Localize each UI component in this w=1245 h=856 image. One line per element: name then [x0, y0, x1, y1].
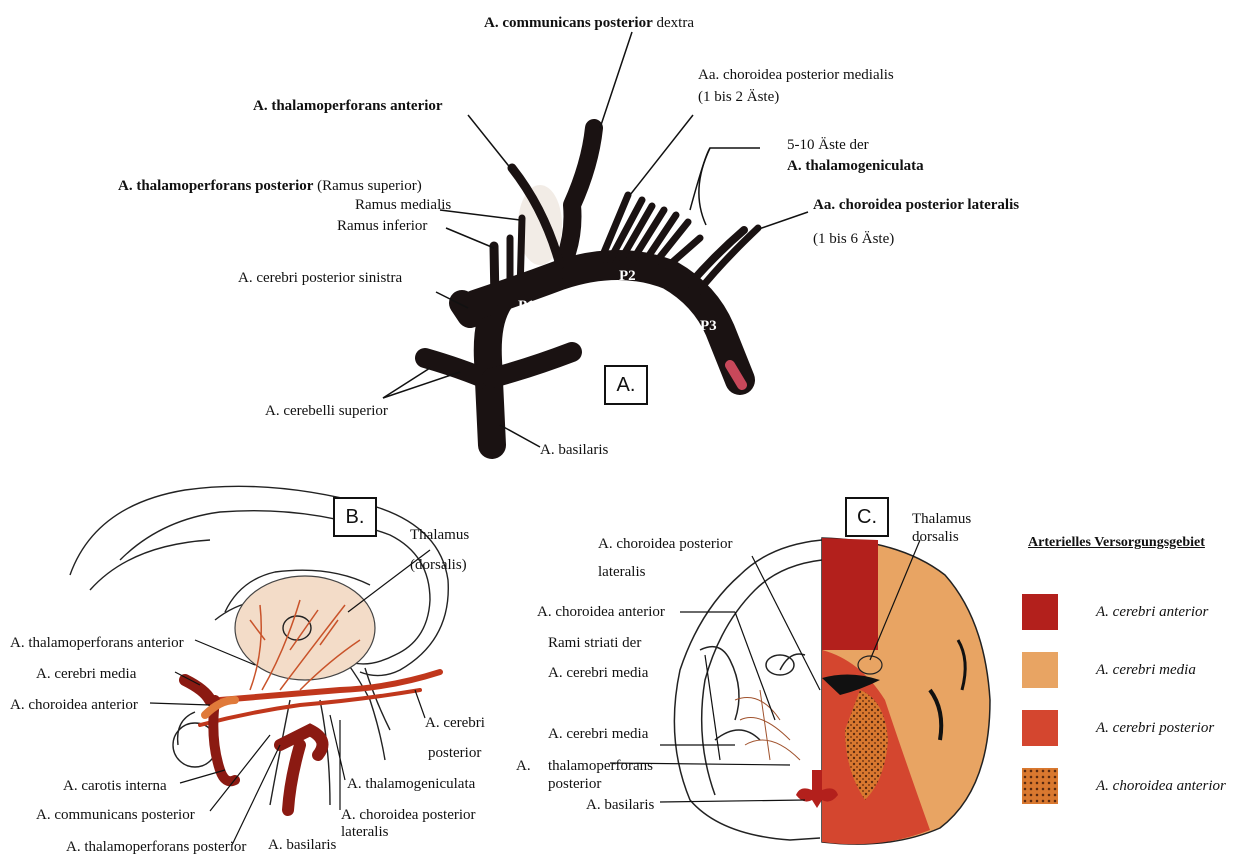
label-b-basilaris: A. basilaris — [268, 836, 336, 854]
label-comm-post-dextra: A. communicans posterior dextra — [484, 14, 694, 32]
label-ramus-medialis: Ramus medialis — [355, 196, 451, 214]
label-b-thalamus-2: (dorsalis) — [410, 556, 467, 574]
label-c-chor-post-lat-2: lateralis — [598, 563, 645, 581]
panel-c-right-hemisphere — [822, 538, 990, 844]
label-b-thalamoperf-ant: A. thalamoperforans anterior — [10, 634, 184, 652]
legend-swatch-cerebri-media — [1022, 652, 1058, 688]
label-thalamoperf-post: A. thalamoperforans posterior (Ramus sup… — [118, 177, 422, 195]
label-c-chor-ant: A. choroidea anterior — [537, 603, 665, 621]
label-thalamogen: A. thalamogeniculata — [787, 157, 924, 175]
legend-swatch-choroidea-anterior — [1022, 768, 1058, 804]
label-c-rami-1: Rami striati der — [548, 634, 641, 652]
panel-a-vessel-tree — [425, 128, 758, 445]
label-b-carotis: A. carotis interna — [63, 777, 167, 795]
segment-p3: P3 — [700, 317, 717, 335]
label-c-thalamoperf-1: A. — [516, 757, 531, 775]
label-b-cerebri-post-2: posterior — [428, 744, 481, 762]
label-c-rami-2: A. cerebri media — [548, 664, 648, 682]
label-b-chor-post-lat-2: lateralis — [341, 823, 388, 841]
legend-label-choroidea-anterior: A. choroidea anterior — [1096, 777, 1226, 795]
legend-label-cerebri-media: A. cerebri media — [1096, 661, 1196, 679]
label-c-cerebri-media: A. cerebri media — [548, 725, 648, 743]
legend-title: Arterielles Versorgungsgebiet — [1028, 534, 1205, 552]
legend-label-cerebri-posterior: A. cerebri posterior — [1096, 719, 1214, 737]
label-b-cerebri-media: A. cerebri media — [36, 665, 136, 683]
label-thalamoperf-ant: A. thalamoperforans anterior — [253, 97, 443, 115]
legend-swatch-cerebri-posterior — [1022, 710, 1058, 746]
label-b-thalamoperf-post: A. thalamoperforans posterior — [66, 838, 246, 856]
legend-swatch-cerebri-anterior — [1022, 594, 1058, 630]
label-c-thalamus-1: Thalamus — [912, 510, 971, 528]
label-b-cerebri-post-1: A. cerebri — [425, 714, 485, 732]
label-b-comm-post: A. communicans posterior — [36, 806, 195, 824]
label-b-thalamus-1: Thalamus — [410, 526, 469, 544]
panel-b-label: B. — [333, 497, 377, 537]
label-ramus-inferior: Ramus inferior — [337, 217, 427, 235]
label-chor-post-lat-count: (1 bis 6 Äste) — [813, 230, 894, 248]
label-thalamogen-count: 5-10 Äste der — [787, 136, 869, 154]
label-chor-post-med-count: (1 bis 2 Äste) — [698, 88, 779, 106]
label-c-thalamoperf-2: thalamoperforans — [548, 757, 653, 775]
label-c-thalamoperf-3: posterior — [548, 775, 601, 793]
label-b-chor-post-lat-1: A. choroidea posterior — [341, 806, 476, 824]
label-basilaris-a: A. basilaris — [540, 441, 608, 459]
legend-label-cerebri-anterior: A. cerebri anterior — [1096, 603, 1208, 621]
label-chor-post-med: Aa. choroidea posterior medialis — [698, 66, 894, 84]
label-b-chor-ant: A. choroidea anterior — [10, 696, 138, 714]
label-c-chor-post-lat-1: A. choroidea posterior — [598, 535, 733, 553]
label-b-thalamogen: A. thalamogeniculata — [347, 775, 475, 793]
label-cerebri-post-sin: A. cerebri posterior sinistra — [238, 269, 402, 287]
panel-c-label: C. — [845, 497, 889, 537]
label-chor-post-lat: Aa. choroidea posterior lateralis — [813, 196, 1019, 214]
label-cerebelli-sup: A. cerebelli superior — [265, 402, 388, 420]
label-c-thalamus-2: dorsalis — [912, 528, 959, 546]
segment-p2: P2 — [619, 267, 636, 285]
segment-p1: P1 — [518, 297, 535, 315]
label-c-basilaris: A. basilaris — [586, 796, 654, 814]
panel-a-label: A. — [604, 365, 648, 405]
